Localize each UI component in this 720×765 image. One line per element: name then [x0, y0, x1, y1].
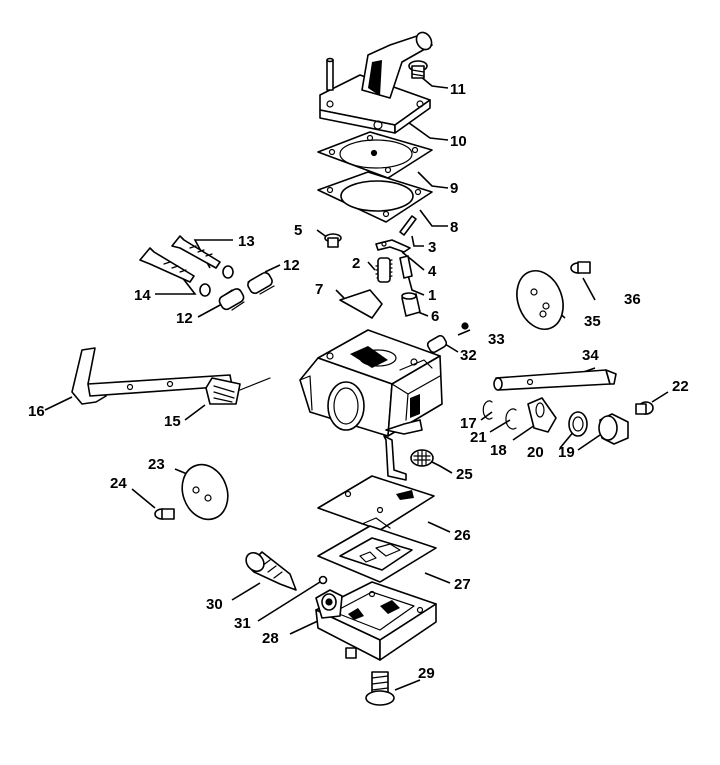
callout-32: 32 — [460, 347, 477, 364]
callout-1: 1 — [428, 287, 436, 304]
callout-8: 8 — [450, 219, 458, 236]
pump-gasket — [317, 171, 433, 223]
pump-diaphragm — [317, 131, 433, 179]
callout-16: 16 — [28, 403, 45, 420]
metering-diaphragm — [317, 475, 435, 531]
callout-18: 18 — [490, 442, 507, 459]
callout-24: 24 — [110, 475, 127, 492]
throttle-side-parts — [482, 397, 654, 445]
callout-7: 7 — [315, 281, 323, 298]
screw-36 — [570, 261, 591, 274]
callout-4: 4 — [428, 263, 437, 280]
metering-gasket — [317, 525, 437, 583]
callout-26: 26 — [454, 527, 471, 544]
fuel-strainer — [410, 449, 434, 467]
callout-33: 33 — [488, 331, 505, 348]
idle-screw-30 — [245, 551, 297, 591]
spring-12-upper — [247, 271, 275, 295]
callout-10: 10 — [450, 133, 467, 150]
adjusting-screws — [139, 235, 275, 311]
end-cover — [315, 581, 437, 661]
callout-31: 31 — [234, 615, 251, 632]
carburetor-body — [299, 329, 443, 481]
callout-23: 23 — [148, 456, 165, 473]
callout-12-upper: 12 — [283, 257, 300, 274]
callout-2: 2 — [352, 255, 360, 272]
throttle-shaft — [493, 369, 617, 391]
callout-30: 30 — [206, 596, 223, 613]
throttle-plate — [516, 270, 564, 330]
callout-25: 25 — [456, 466, 473, 483]
screw-24 — [154, 508, 175, 520]
parts-32-33 — [426, 322, 469, 354]
screw-29 — [365, 671, 395, 706]
callout-12-lower: 12 — [176, 310, 193, 327]
callout-labels: 1 2 3 4 5 6 7 8 9 10 11 12 12 13 14 15 1… — [28, 81, 689, 682]
ball-31 — [318, 575, 328, 585]
callout-19: 19 — [558, 444, 575, 461]
callout-36: 36 — [624, 291, 641, 308]
callout-15: 15 — [164, 413, 181, 430]
callout-20: 20 — [527, 444, 544, 461]
callout-11: 11 — [450, 81, 466, 98]
callout-21: 21 — [470, 429, 487, 446]
callout-27: 27 — [454, 576, 471, 593]
callout-14: 14 — [134, 287, 151, 304]
pump-cover — [319, 31, 433, 134]
callout-17: 17 — [460, 415, 477, 432]
callout-9: 9 — [450, 180, 458, 197]
callout-29: 29 — [418, 665, 435, 682]
choke-shaft — [71, 347, 271, 405]
callout-6: 6 — [431, 308, 439, 325]
screw-11 — [408, 60, 428, 79]
callout-28: 28 — [262, 630, 279, 647]
callout-34: 34 — [582, 347, 599, 364]
inlet-needle-parts — [324, 215, 421, 317]
callout-5: 5 — [294, 222, 302, 239]
callout-13: 13 — [238, 233, 255, 250]
wedge-7 — [339, 289, 383, 319]
choke-plate — [181, 463, 229, 521]
callout-22: 22 — [672, 378, 689, 395]
callout-3: 3 — [428, 239, 436, 256]
callout-35: 35 — [584, 313, 601, 330]
spring-12-lower — [218, 288, 245, 311]
